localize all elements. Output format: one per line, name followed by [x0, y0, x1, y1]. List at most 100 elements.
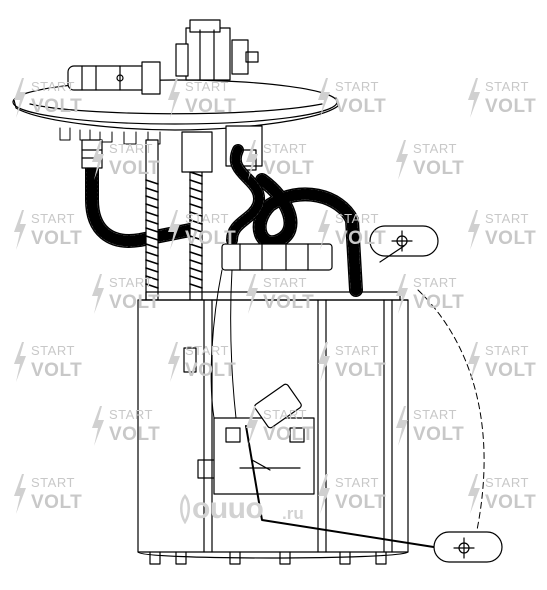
lightning-bolt-icon [246, 140, 258, 180]
watermark-line1: START [413, 275, 457, 290]
watermark: START VOLT [166, 340, 246, 384]
lightning-bolt-icon [318, 342, 330, 382]
lightning-bolt-icon [246, 274, 258, 314]
watermark-line1: START [335, 79, 379, 94]
watermark-line1: START [485, 343, 529, 358]
watermark-line2: VOLT [485, 228, 537, 249]
watermark-line2: VOLT [185, 96, 237, 117]
watermark-line1: START [485, 79, 529, 94]
lightning-bolt-icon [468, 78, 480, 118]
watermark-line2: VOLT [263, 292, 315, 313]
watermark-line1: START [109, 407, 153, 422]
logo-word: ouuo [192, 492, 264, 525]
lightning-bolt-icon [318, 474, 330, 514]
watermark: START VOLT [394, 272, 474, 316]
watermark-line1: START [263, 275, 307, 290]
watermark: START VOLT [12, 76, 92, 120]
lightning-bolt-icon [14, 78, 26, 118]
float-bottom [433, 531, 503, 563]
watermark: START VOLT [316, 76, 396, 120]
watermark-line1: START [263, 407, 307, 422]
watermark: START VOLT [90, 272, 170, 316]
float-top [369, 225, 439, 263]
left-corrugated-hose [81, 139, 197, 248]
watermark-line2: VOLT [413, 158, 465, 179]
watermark: START VOLT [466, 208, 546, 252]
watermark: START VOLT [244, 404, 324, 448]
right-corrugated-hose [252, 173, 363, 297]
watermark: START VOLT [316, 472, 396, 516]
watermark-line2: VOLT [109, 158, 161, 179]
watermark-line1: START [263, 141, 307, 156]
float-travel-arc [417, 289, 485, 561]
watermark: START VOLT [394, 404, 474, 448]
float-arm [245, 425, 441, 549]
site-logo: ouuo .ru [178, 490, 328, 530]
center-connector [181, 125, 263, 173]
watermark-line1: START [31, 79, 75, 94]
watermark-line1: START [31, 343, 75, 358]
lightning-bolt-icon [168, 78, 180, 118]
watermark-line2: VOLT [263, 158, 315, 179]
watermark-line2: VOLT [109, 292, 161, 313]
lightning-bolt-icon [246, 406, 258, 446]
lightning-bolt-icon [168, 210, 180, 250]
watermark-line1: START [109, 275, 153, 290]
lightning-bolt-icon [14, 342, 26, 382]
watermark: START VOLT [12, 208, 92, 252]
wire-clip [221, 243, 333, 271]
watermark-line2: VOLT [185, 228, 237, 249]
watermark: START VOLT [244, 138, 324, 182]
watermark: START VOLT [90, 404, 170, 448]
lightning-bolt-icon [14, 210, 26, 250]
lightning-bolt-icon [318, 78, 330, 118]
watermark-line2: VOLT [263, 424, 315, 445]
lightning-bolt-icon [396, 140, 408, 180]
watermark-line2: VOLT [335, 228, 387, 249]
center-hose-loop [226, 144, 265, 246]
watermark: START VOLT [244, 272, 324, 316]
watermark-line1: START [485, 475, 529, 490]
watermark-line2: VOLT [31, 228, 83, 249]
watermark-line2: VOLT [185, 360, 237, 381]
lightning-bolt-icon [396, 274, 408, 314]
watermark-line1: START [31, 211, 75, 226]
watermark-line1: START [185, 211, 229, 226]
lightning-bolt-icon [396, 406, 408, 446]
lightning-bolt-icon [14, 474, 26, 514]
sensor-unit [197, 383, 315, 495]
watermark-line2: VOLT [109, 424, 161, 445]
watermark: START VOLT [166, 76, 246, 120]
watermark-line2: VOLT [31, 492, 83, 513]
watermark: START VOLT [90, 138, 170, 182]
watermark: START VOLT [466, 472, 546, 516]
left-spring-rod [145, 139, 159, 301]
watermark-line2: VOLT [31, 96, 83, 117]
lightning-bolt-icon [92, 406, 104, 446]
watermark-line1: START [31, 475, 75, 490]
watermark-line2: VOLT [31, 360, 83, 381]
top-connector [175, 19, 259, 81]
watermark-line2: VOLT [335, 360, 387, 381]
watermark-line1: START [413, 141, 457, 156]
logo-suffix: .ru [282, 504, 304, 523]
watermark-line1: START [485, 211, 529, 226]
watermark: START VOLT [316, 340, 396, 384]
lightning-bolt-icon [92, 140, 104, 180]
watermark-line2: VOLT [485, 360, 537, 381]
watermark: START VOLT [12, 340, 92, 384]
lightning-bolt-icon [468, 210, 480, 250]
watermark-line1: START [335, 343, 379, 358]
watermark-line1: START [413, 407, 457, 422]
watermark-line1: START [185, 343, 229, 358]
outlet-pipe [67, 61, 161, 95]
logo-icon [180, 494, 190, 524]
watermark-line1: START [109, 141, 153, 156]
lightning-bolt-icon [318, 210, 330, 250]
watermark-line1: START [335, 475, 379, 490]
small-bracket [183, 347, 197, 373]
watermark-line2: VOLT [485, 96, 537, 117]
watermark-line2: VOLT [413, 292, 465, 313]
